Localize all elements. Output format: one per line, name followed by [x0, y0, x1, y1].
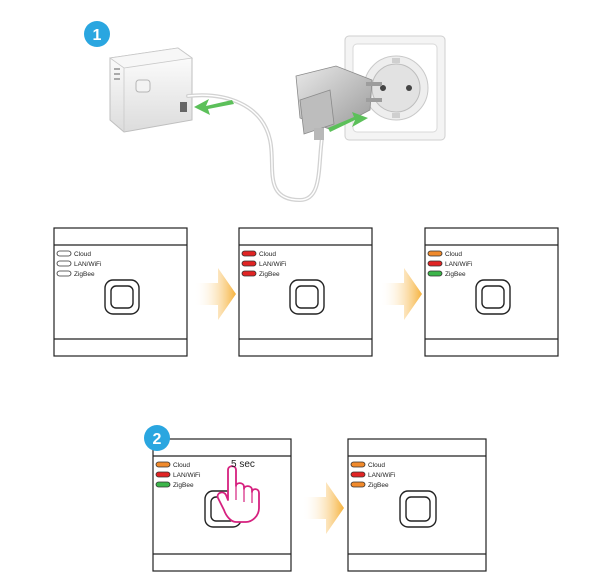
gateway-led-indicators — [114, 68, 120, 80]
led-cloud-indicator — [155, 461, 171, 468]
led-cloud-label: Cloud — [259, 251, 276, 258]
led-zigbee-indicator — [427, 270, 443, 277]
arrow-to-socket — [328, 112, 368, 132]
transition-arrow-1 — [194, 268, 236, 320]
led-zigbee-label: ZigBee — [368, 482, 389, 489]
led-lan-wifi-label: LAN/WiFi — [74, 261, 101, 268]
led-lan-wifi-label: LAN/WiFi — [368, 472, 395, 479]
led-zigbee-indicator — [155, 481, 171, 488]
step-2-number: 2 — [153, 431, 162, 448]
wall-socket — [344, 35, 446, 141]
led-cloud-label: Cloud — [368, 462, 385, 469]
transition-arrow-2 — [380, 268, 422, 320]
led-zigbee-label: ZigBee — [259, 271, 280, 278]
led-zigbee-label: ZigBee — [445, 271, 466, 278]
arrow-to-gateway — [194, 99, 234, 115]
led-zigbee-indicator — [56, 270, 72, 277]
step-1-badge: 1 — [84, 21, 110, 47]
led-lan-wifi-indicator — [241, 260, 257, 267]
led-lan-wifi-indicator — [350, 471, 366, 478]
led-lan-wifi-indicator — [427, 260, 443, 267]
gateway-button — [135, 79, 151, 93]
led-zigbee-indicator — [241, 270, 257, 277]
led-lan-wifi-indicator — [155, 471, 171, 478]
led-lan-wifi-label: LAN/WiFi — [173, 472, 200, 479]
gateway-face-button — [399, 490, 437, 528]
step-1-number: 1 — [93, 27, 102, 44]
gateway-face-button — [289, 279, 325, 315]
gateway-face-button — [475, 279, 511, 315]
led-cloud-label: Cloud — [445, 251, 462, 258]
led-zigbee-indicator — [350, 481, 366, 488]
led-cloud-label: Cloud — [173, 462, 190, 469]
pointing-hand-icon — [216, 465, 260, 523]
led-cloud-indicator — [241, 250, 257, 257]
led-cloud-indicator — [56, 250, 72, 257]
led-lan-wifi-indicator — [56, 260, 72, 267]
led-lan-wifi-label: LAN/WiFi — [259, 261, 286, 268]
led-cloud-indicator — [350, 461, 366, 468]
led-zigbee-label: ZigBee — [74, 271, 95, 278]
led-lan-wifi-label: LAN/WiFi — [445, 261, 472, 268]
gateway-device — [108, 47, 194, 133]
press-duration-label: 5 sec — [231, 459, 255, 470]
gateway-face-button — [104, 279, 140, 315]
led-cloud-label: Cloud — [74, 251, 91, 258]
usb-port — [180, 102, 187, 112]
transition-arrow-3 — [302, 482, 344, 534]
led-zigbee-label: ZigBee — [173, 482, 194, 489]
step-2-badge: 2 — [144, 425, 170, 451]
led-cloud-indicator — [427, 250, 443, 257]
